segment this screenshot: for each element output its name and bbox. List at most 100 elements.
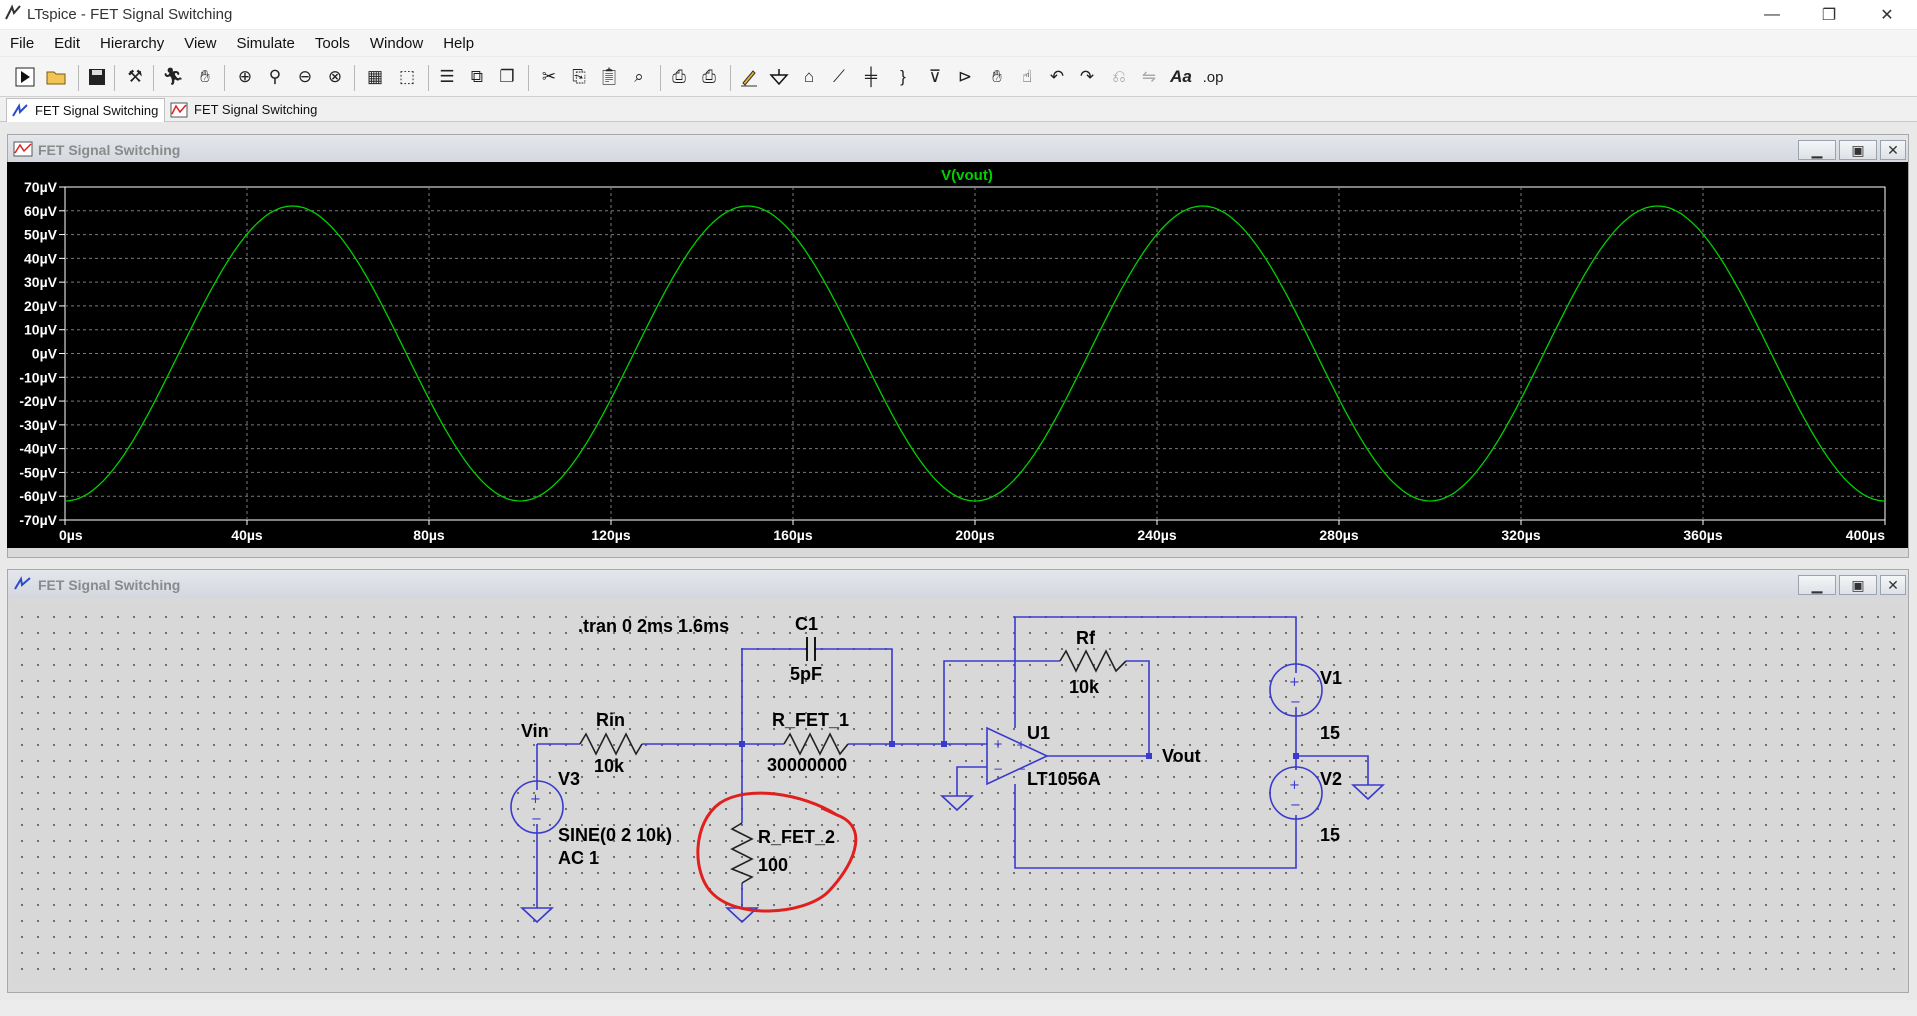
wire[interactable] <box>1014 616 1297 728</box>
opamp-u1[interactable]: + + − − <box>986 726 1049 786</box>
move-hand-icon[interactable]: ✋︎ <box>992 67 1002 86</box>
close-button[interactable]: ✕ <box>1880 6 1894 24</box>
tile-horizontal-icon[interactable]: ☰ <box>439 67 455 86</box>
wire[interactable] <box>943 660 1060 744</box>
tab-waveform[interactable]: FET Signal Switching <box>166 98 323 121</box>
resistor-icon[interactable]: ⟋ <box>833 67 845 86</box>
v1-value[interactable]: 15 <box>1320 723 1340 743</box>
print-icon[interactable]: ⎙ <box>672 67 686 86</box>
schematic-restore-button[interactable]: ▣ <box>1839 575 1877 595</box>
rf-name[interactable]: Rf <box>1076 628 1096 648</box>
halt-icon[interactable]: 🏃︎ <box>162 67 184 86</box>
menu-window[interactable]: Window <box>369 34 424 52</box>
print-setup-icon[interactable]: ⎙ <box>702 67 716 86</box>
undo-icon[interactable]: ↶ <box>1049 67 1065 86</box>
wire[interactable] <box>956 766 987 796</box>
wire[interactable] <box>1014 784 1297 869</box>
resistor-rf[interactable] <box>1059 649 1127 673</box>
menu-edit[interactable]: Edit <box>54 34 81 52</box>
source-v3[interactable] <box>510 780 564 834</box>
resistor-rfet1[interactable] <box>783 732 849 756</box>
resistor-rin[interactable] <box>579 732 643 756</box>
chart-title: V(vout) <box>941 167 993 184</box>
c1-value[interactable]: 5pF <box>790 664 822 684</box>
rotate-icon[interactable]: ⎌ <box>1112 67 1126 86</box>
menu-hierarchy[interactable]: Hierarchy <box>100 34 165 52</box>
c1-name[interactable]: C1 <box>795 614 818 634</box>
maximize-button[interactable]: ❐ <box>1821 6 1837 24</box>
waveform-close-button[interactable]: ✕ <box>1880 140 1906 160</box>
component-icon[interactable]: ⊳ <box>957 67 973 86</box>
waveform-minimize-button[interactable]: ▁ <box>1798 140 1836 160</box>
pan-hand-icon[interactable]: ✋︎ <box>200 67 210 86</box>
source-v1[interactable] <box>1269 663 1323 717</box>
net-label-vin[interactable]: Vin <box>521 721 549 741</box>
source-v2[interactable] <box>1269 766 1323 820</box>
capacitor-icon[interactable]: ╪ <box>864 67 878 86</box>
minimize-button[interactable]: — <box>1764 5 1780 23</box>
schematic-canvas[interactable]: +− +− +− + + − − .tran 0 2ms 1.6ms C1 5p… <box>12 603 1904 983</box>
autorange-icon[interactable]: ▦ <box>366 67 384 86</box>
inductor-icon[interactable]: } <box>900 67 906 86</box>
cascade-icon[interactable]: ❐ <box>499 67 515 86</box>
u1-value[interactable]: LT1056A <box>1027 769 1101 789</box>
zoom-in-icon[interactable]: ⊕ <box>237 67 253 86</box>
schematic-drawing[interactable]: +− +− +− + + − − .tran 0 2ms 1.6ms C1 5p… <box>12 603 1904 983</box>
v3-value-line2[interactable]: AC 1 <box>558 848 599 868</box>
paste-icon[interactable]: 📋︎ <box>598 67 620 86</box>
rfet1-value[interactable]: 30000000 <box>767 755 847 775</box>
wire[interactable] <box>741 648 807 744</box>
rf-value[interactable]: 10k <box>1069 677 1100 697</box>
waveform-restore-button[interactable]: ▣ <box>1839 140 1877 160</box>
spice-directive[interactable]: .tran 0 2ms 1.6ms <box>578 616 729 636</box>
control-panel-icon[interactable]: ⚒ <box>127 67 143 86</box>
wire[interactable] <box>1296 755 1369 785</box>
v3-value-line1[interactable]: SINE(0 2 10k) <box>558 825 672 845</box>
zoom-out-icon[interactable]: ⊖ <box>297 67 313 86</box>
find-icon[interactable]: ⌕ <box>634 67 644 86</box>
save-icon[interactable] <box>84 64 110 90</box>
schematic-close-button[interactable]: ✕ <box>1880 575 1906 595</box>
tile-vertical-icon[interactable]: ⧉ <box>470 67 484 86</box>
wire[interactable] <box>1126 660 1150 756</box>
diode-icon[interactable]: ⊽ <box>928 67 942 86</box>
run-icon[interactable] <box>12 64 38 90</box>
v2-value[interactable]: 15 <box>1320 825 1340 845</box>
menu-tools[interactable]: Tools <box>314 34 350 52</box>
rin-value[interactable]: 10k <box>594 756 625 776</box>
net-label-vout[interactable]: Vout <box>1162 746 1201 766</box>
wire-pencil-icon[interactable] <box>736 64 762 90</box>
copy-icon[interactable]: ⎘ <box>572 67 586 86</box>
rfet2-value[interactable]: 100 <box>758 855 788 875</box>
measure-icon[interactable]: ⬚ <box>398 67 416 86</box>
v3-name[interactable]: V3 <box>558 769 580 789</box>
redo-icon[interactable]: ↷ <box>1079 67 1095 86</box>
menu-file[interactable]: File <box>10 34 35 52</box>
v1-name[interactable]: V1 <box>1320 668 1342 688</box>
waveform-chart[interactable]: 70µV60µV50µV40µV30µV20µV10µV0µV-10µV-20µ… <box>7 162 1908 548</box>
capacitor-c1[interactable] <box>806 637 816 661</box>
spice-directive-icon[interactable]: .op <box>1202 68 1224 86</box>
rin-name[interactable]: Rin <box>596 710 625 730</box>
menu-simulate[interactable]: Simulate <box>236 34 295 52</box>
schematic-minimize-button[interactable]: ▁ <box>1798 575 1836 595</box>
label-net-icon[interactable]: ⌂ <box>803 67 815 86</box>
tab-schematic[interactable]: FET Signal Switching <box>6 98 166 122</box>
cut-icon[interactable]: ✂ <box>541 67 557 86</box>
wire[interactable] <box>815 648 893 744</box>
zoom-box-icon[interactable]: ⚲ <box>268 67 282 86</box>
resistor-rfet2[interactable] <box>730 822 754 884</box>
rfet2-name[interactable]: R_FET_2 <box>758 827 835 847</box>
zoom-fit-icon[interactable]: ⊗ <box>327 67 343 86</box>
rfet1-name[interactable]: R_FET_1 <box>772 710 849 730</box>
menu-help[interactable]: Help <box>443 34 475 52</box>
u1-name[interactable]: U1 <box>1027 723 1050 743</box>
v2-name[interactable]: V2 <box>1320 769 1342 789</box>
open-icon[interactable] <box>44 64 70 90</box>
text-icon[interactable]: Aa <box>1170 67 1192 86</box>
mirror-icon[interactable]: ⇋ <box>1141 67 1157 86</box>
drag-hand-icon[interactable]: ☝︎ <box>1021 67 1033 86</box>
ground-icon[interactable] <box>766 64 792 90</box>
menu-view[interactable]: View <box>184 34 217 52</box>
